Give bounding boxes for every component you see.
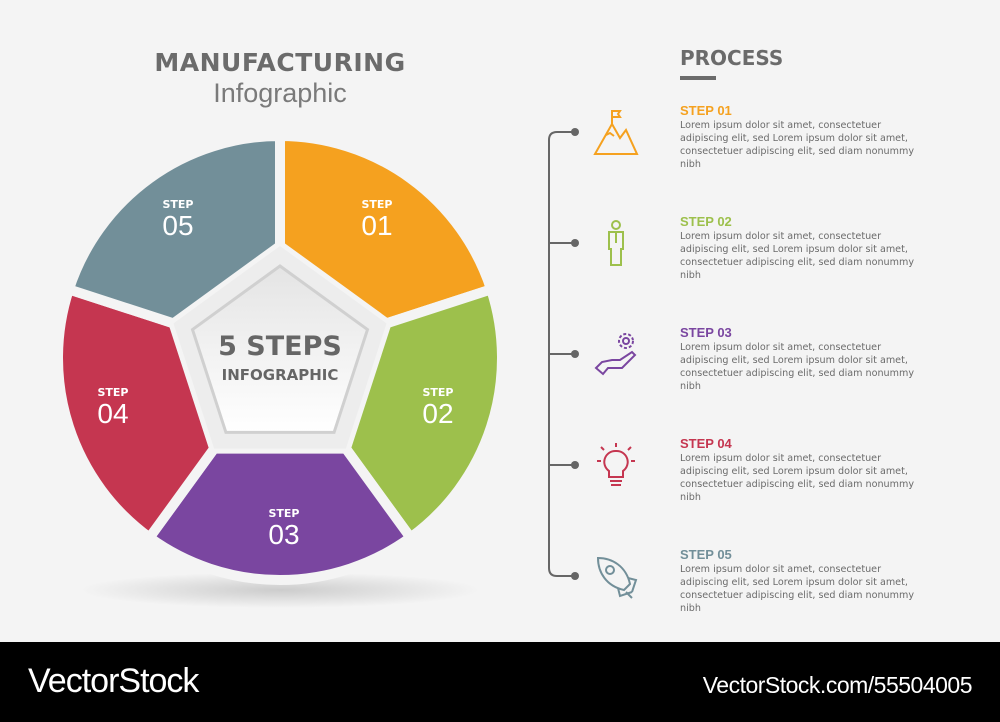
timeline-dot: [571, 350, 579, 358]
segment-number: 01: [361, 210, 393, 241]
footer-bar: [0, 642, 1000, 722]
wheel-segment-step-05: [63, 131, 285, 329]
title-sub: Infographic: [213, 78, 347, 108]
timeline-dot: [571, 128, 579, 136]
center-pentagon: [190, 264, 370, 434]
step-description: Lorem ipsum dolor sit amet, consectetuer…: [680, 453, 914, 503]
segment-number: 05: [162, 210, 194, 241]
timeline-dot: [571, 572, 579, 580]
hand-gear-icon: [594, 333, 637, 376]
step-title: STEP 05: [680, 547, 732, 562]
step-title: STEP 03: [680, 325, 732, 340]
segment-number: 04: [97, 398, 129, 429]
footer-url: VectorStock.com/55504005: [702, 672, 973, 698]
step-description: Lorem ipsum dolor sit amet, consectetuer…: [680, 564, 914, 614]
segment-number: 02: [422, 398, 454, 429]
process-step-01: STEP 01 Lorem ipsum dolor sit amet, conse…: [680, 103, 920, 171]
step-title: STEP 04: [680, 436, 732, 451]
step-title: STEP 02: [680, 214, 732, 229]
wheel-segment-step-01: [275, 131, 497, 329]
segment-label: STEP: [162, 198, 194, 211]
step-wheel: [53, 131, 507, 608]
process-heading: PROCESS: [680, 46, 784, 70]
center-title: 5 STEPS: [218, 331, 342, 362]
heading-underline: [680, 76, 716, 80]
step-description: Lorem ipsum dolor sit amet, consectetuer…: [680, 342, 914, 392]
segment-number: 03: [268, 519, 300, 550]
step-title: STEP 01: [680, 103, 732, 118]
segment-label: STEP: [361, 198, 393, 211]
segment-label: STEP: [422, 386, 454, 399]
center-subtitle: INFOGRAPHIC: [221, 366, 339, 384]
mountain-flag-icon: [593, 110, 639, 155]
wheel-segment-step-02: [340, 284, 507, 543]
step-description: Lorem ipsum dolor sit amet, consectetuer…: [680, 120, 914, 170]
timeline-dot: [571, 461, 579, 469]
title-main: MANUFACTURING: [154, 48, 406, 77]
timeline: [548, 128, 579, 580]
process-step-02: STEP 02 Lorem ipsum dolor sit amet, conse…: [680, 214, 920, 282]
rocket-icon: [596, 556, 638, 599]
worker-icon: [608, 220, 624, 266]
timeline-dot: [571, 239, 579, 247]
step-description: Lorem ipsum dolor sit amet, consectetuer…: [680, 231, 914, 281]
wheel-segment-step-03: [144, 443, 416, 585]
segment-label: STEP: [268, 507, 300, 520]
lightbulb-icon: [597, 443, 635, 486]
process-step-04: STEP 04 Lorem ipsum dolor sit amet, conse…: [680, 436, 920, 504]
wheel-shadow: [80, 572, 480, 608]
process-step-03: STEP 03 Lorem ipsum dolor sit amet, conse…: [680, 325, 920, 393]
process-step-05: STEP 05 Lorem ipsum dolor sit amet, conse…: [680, 547, 920, 615]
segment-label: STEP: [97, 386, 129, 399]
wheel-segment-step-04: [53, 284, 220, 543]
footer-brand: VectorStock: [28, 662, 199, 700]
